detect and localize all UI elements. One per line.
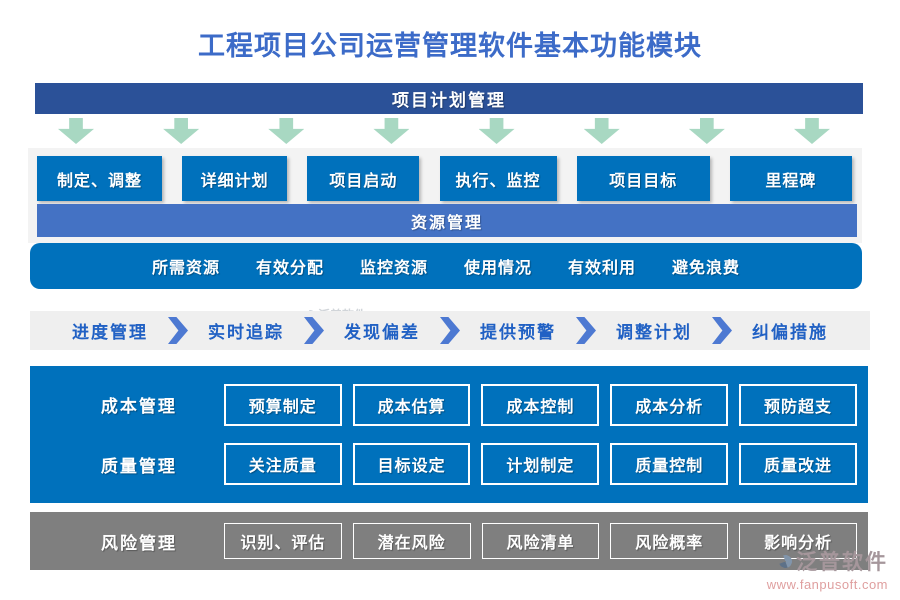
cost-item-box: 成本控制	[481, 383, 600, 426]
resource-header-label: 资源管理	[410, 214, 483, 232]
progress-step: 进度管理	[72, 323, 148, 342]
plan-button-formulate-adjust: 制定、调整	[37, 156, 162, 201]
quality-item-box: 关注质量	[223, 443, 342, 486]
chevron-right-icon	[440, 317, 460, 344]
flow-arrows-row	[58, 118, 830, 145]
risk-item-box: 风险清单	[481, 523, 600, 559]
risk-item-box: 风险概率	[610, 523, 729, 559]
progress-step: 调整计划	[616, 323, 692, 342]
plan-button-detailed-plan: 详细计划	[182, 156, 288, 201]
down-arrow-icon	[58, 118, 94, 144]
cost-item-box: 成本分析	[610, 383, 729, 426]
risk-item-box: 潜在风险	[352, 523, 471, 559]
risk-item-box: 影响分析	[739, 523, 857, 559]
cost-item-box: 成本估算	[352, 383, 471, 426]
resource-item: 所需资源	[151, 260, 220, 277]
quality-management-row: 质量管理 关注质量 目标设定 计划制定 质量控制 质量改进	[30, 443, 868, 486]
fanpu-logo-row: 泛普软件	[776, 546, 888, 576]
fanpu-website-url: www.fanpusoft.com	[766, 577, 888, 592]
progress-step: 实时追踪	[208, 323, 284, 342]
quality-management-label: 质量管理	[100, 456, 177, 476]
resource-item: 有效分配	[255, 260, 324, 277]
down-arrow-icon	[373, 118, 410, 144]
down-arrow-icon	[793, 118, 830, 144]
chevron-right-icon	[304, 317, 324, 344]
plan-header-bar: 项目计划管理	[35, 83, 863, 114]
resource-item: 有效利用	[568, 260, 637, 277]
chevron-right-icon	[576, 317, 596, 344]
chevron-right-icon	[168, 317, 188, 344]
resource-item: 避免浪费	[672, 260, 741, 277]
cost-quality-panel: 成本管理 预算制定 成本估算 成本控制 成本分析 预防超支 质量管理 关注质量 …	[30, 366, 868, 503]
plan-button-project-goal: 项目目标	[576, 156, 710, 201]
down-arrow-icon	[478, 118, 515, 144]
risk-management-panel: 风险管理 识别、评估 潜在风险 风险清单 风险概率 影响分析	[30, 512, 868, 570]
plan-button-milestone: 里程碑	[729, 156, 852, 201]
quality-item-box: 目标设定	[352, 443, 471, 486]
page-title: 工程项目公司运营管理软件基本功能模块	[198, 31, 702, 61]
risk-management-label: 风险管理	[100, 533, 177, 553]
fanpu-logo-icon	[776, 552, 795, 570]
plan-header-label: 项目计划管理	[392, 91, 506, 110]
fanpu-logo: 泛普软件 www.fanpusoft.com	[767, 546, 888, 592]
cost-management-row: 成本管理 预算制定 成本估算 成本控制 成本分析 预防超支	[30, 383, 868, 426]
plan-button-project-launch: 项目启动	[307, 156, 420, 201]
resource-items-bar: 所需资源 有效分配 监控资源 使用情况 有效利用 避免浪费	[30, 243, 862, 289]
progress-step: 发现偏差	[344, 323, 420, 342]
progress-flow-row: 进度管理 实时追踪 发现偏差 提供预警 调整计划 纠偏措施	[30, 311, 870, 350]
chevron-right-icon	[712, 317, 732, 344]
quality-item-box: 计划制定	[481, 443, 600, 486]
plan-buttons-row: 制定、调整 详细计划 项目启动 执行、监控 项目目标 里程碑	[37, 156, 852, 201]
cost-item-box: 预防超支	[739, 383, 857, 426]
progress-step: 纠偏措施	[752, 323, 828, 342]
resource-header-bar: 资源管理	[37, 204, 857, 237]
risk-item-box: 识别、评估	[223, 523, 342, 559]
resource-item: 使用情况	[464, 260, 533, 277]
down-arrow-icon	[268, 118, 305, 144]
fanpu-brand-name: 泛普软件	[796, 551, 888, 574]
cost-item-box: 预算制定	[223, 383, 342, 426]
down-arrow-icon	[688, 118, 725, 144]
cost-management-label: 成本管理	[100, 397, 177, 417]
quality-item-box: 质量改进	[739, 443, 857, 486]
risk-management-row: 风险管理 识别、评估 潜在风险 风险清单 风险概率 影响分析	[30, 523, 868, 559]
quality-item-box: 质量控制	[610, 443, 729, 486]
plan-button-execute-monitor: 执行、监控	[439, 156, 557, 201]
resource-item: 监控资源	[359, 260, 428, 277]
progress-step: 提供预警	[480, 323, 556, 342]
down-arrow-icon	[583, 118, 620, 144]
down-arrow-icon	[163, 118, 200, 144]
